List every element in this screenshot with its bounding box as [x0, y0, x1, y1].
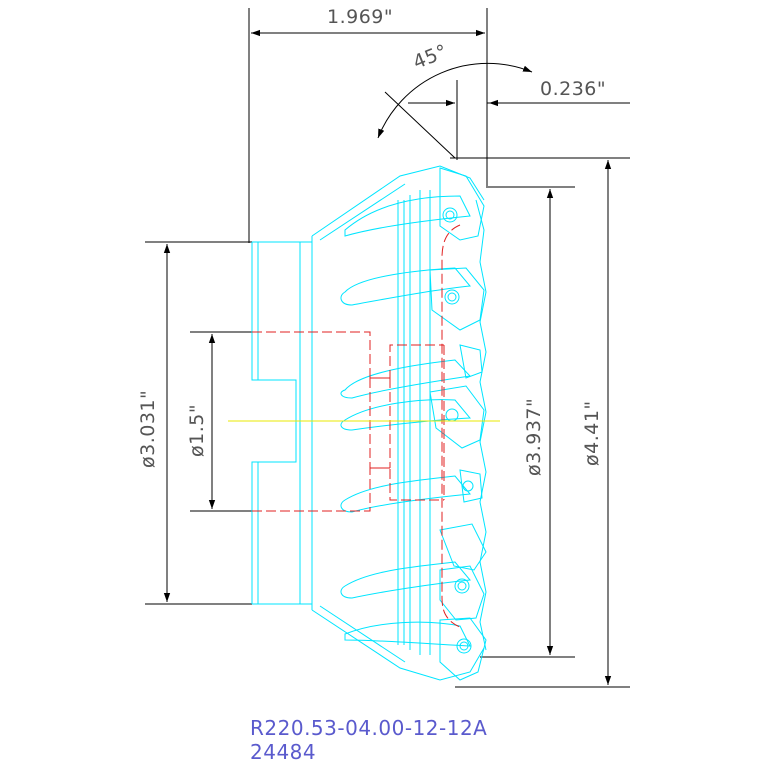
dimension-lines: [145, 8, 630, 688]
hidden-lines: [252, 224, 463, 629]
item-code: 24484: [250, 740, 317, 764]
dimension-labels: 1.969" 45° 0.236" ø3.031" ø1.5" ø3.937" …: [137, 6, 606, 476]
inserts: [429, 167, 487, 681]
dim-angle: 45°: [410, 40, 451, 74]
dim-bore-diameter: ø1.5": [186, 404, 208, 457]
dim-chamfer: 0.236": [540, 78, 606, 100]
dim-outer-diameter: ø4.41": [581, 400, 603, 466]
part-number: R220.53-04.00-12-12A: [250, 716, 488, 740]
dim-length-top: 1.969": [327, 6, 393, 28]
dim-hub-diameter: ø3.031": [137, 390, 159, 468]
cutter-body: [251, 165, 487, 681]
teeth: [340, 195, 472, 647]
dim-cut-diameter: ø3.937": [523, 398, 545, 476]
